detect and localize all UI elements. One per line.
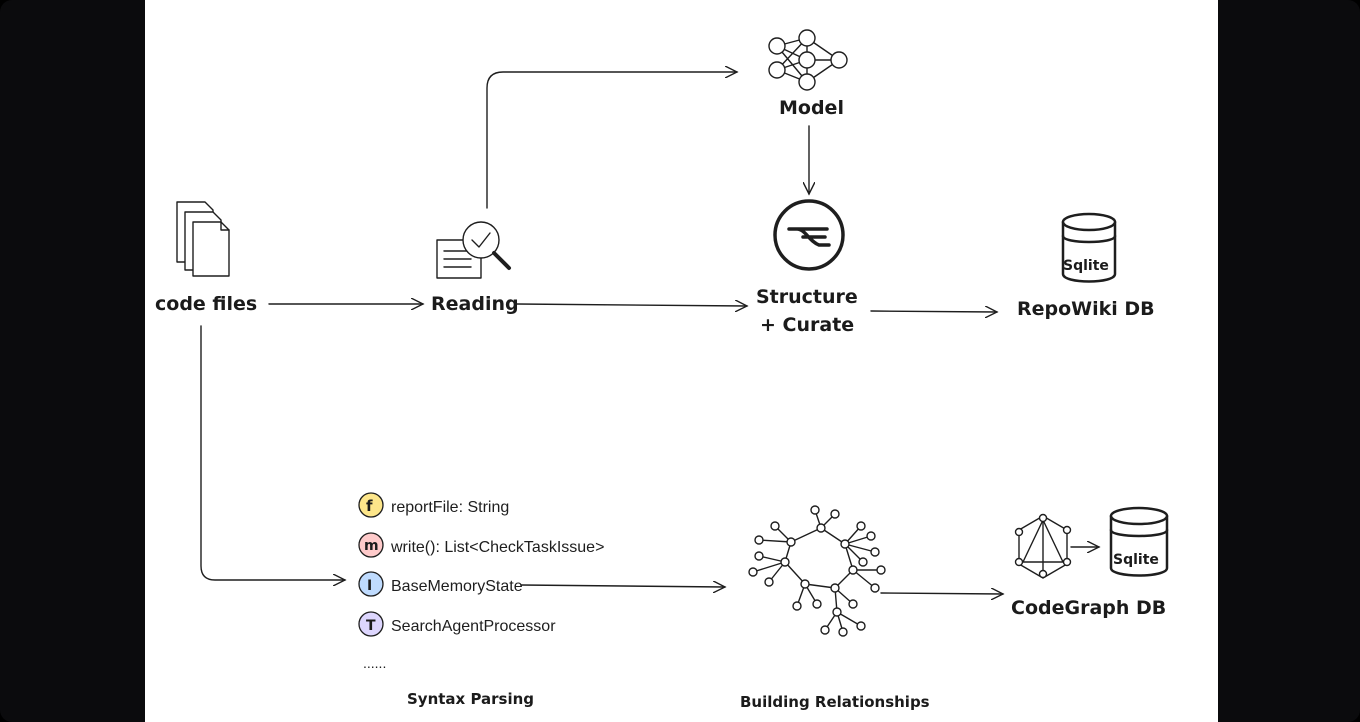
arrow-reading-to-curate — [516, 304, 747, 306]
codegraph-db-label: CodeGraph DB — [1011, 597, 1166, 619]
arrow-codefiles-to-syntax — [200, 325, 345, 580]
diagram-canvas: code files Reading Model Structure + Cur… — [145, 0, 1218, 722]
curate-icon — [773, 199, 845, 271]
codegraph-icon — [1014, 513, 1072, 579]
reading-icon — [436, 221, 511, 279]
reading-label: Reading — [431, 293, 519, 315]
interface-badge-icon — [358, 571, 384, 597]
pipeline-diagram: code files Reading Model Structure + Cur… — [155, 29, 1169, 711]
code-files-label: code files — [155, 293, 257, 315]
model-label: Model — [779, 97, 844, 119]
relationship-graph-icon — [748, 505, 886, 637]
type-badge-icon — [358, 611, 384, 637]
repowiki-sqlite-label: Sqlite — [1063, 258, 1109, 274]
syntax-parsing-caption: Syntax Parsing — [407, 690, 534, 708]
syntax-item-text: SearchAgentProcessor — [391, 618, 556, 635]
arrow-curate-to-repowiki — [870, 311, 997, 312]
curate-label: + Curate — [760, 314, 854, 336]
arrow-syntax-to-graph — [520, 585, 725, 587]
repowiki-db-label: RepoWiki DB — [1017, 298, 1155, 320]
codegraph-database-icon — [1109, 506, 1169, 577]
syntax-item-text: reportFile: String — [391, 499, 509, 516]
arrow-reading-to-model — [486, 72, 737, 209]
model-icon — [768, 29, 848, 91]
building-relationships-caption: Building Relationships — [740, 693, 930, 711]
codegraph-sqlite-label: Sqlite — [1113, 552, 1159, 568]
structure-label: Structure — [756, 286, 858, 308]
syntax-item-text: BaseMemoryState — [391, 578, 523, 595]
field-badge-letter: f — [366, 497, 373, 515]
interface-badge-letter: I — [367, 578, 372, 594]
repowiki-database-icon — [1061, 212, 1117, 283]
field-badge-icon — [358, 492, 384, 518]
method-badge-letter: m — [364, 538, 379, 554]
syntax-item-type: T SearchAgentProcessor — [358, 611, 556, 637]
syntax-item-text: write(): List<CheckTaskIssue> — [390, 539, 604, 556]
code-files-icon — [176, 201, 230, 277]
syntax-ellipsis: ...... — [363, 655, 386, 671]
syntax-item-method: m write(): List<CheckTaskIssue> — [358, 532, 604, 558]
method-badge-icon — [358, 532, 384, 558]
arrow-graph-to-codegraph — [880, 593, 1003, 594]
syntax-item-field: f reportFile: String — [358, 492, 509, 518]
syntax-item-interface: I BaseMemoryState — [358, 571, 523, 597]
type-badge-letter: T — [366, 618, 376, 634]
